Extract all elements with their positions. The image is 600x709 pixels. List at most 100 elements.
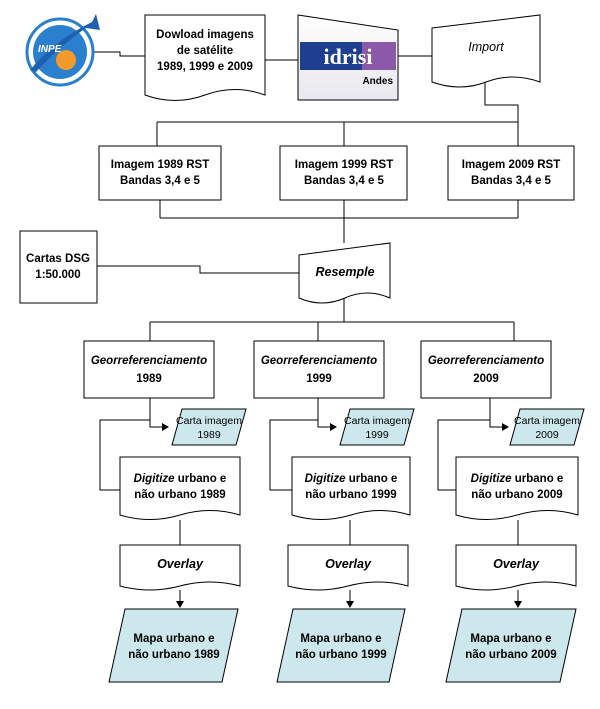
overlay-1989-label: Overlay	[157, 557, 204, 571]
import-label: Import	[468, 40, 504, 54]
georef-box-1999-line2: 1999	[306, 373, 332, 385]
carta-imagem-1999-line1: Carta imagem	[344, 415, 410, 427]
connector-georef-carta-1989	[149, 398, 169, 431]
carta-imagem-1989-shape	[171, 408, 247, 446]
cartas-dsg-shape	[19, 230, 98, 304]
image-box-1999: Imagem 1999 RST Bandas 3,4 e 5	[279, 145, 408, 201]
download-shape	[144, 14, 266, 101]
image-box-1999-shape	[279, 145, 408, 201]
image-box-2009-line1: Imagem 2009 RST	[462, 159, 560, 171]
digitize-1999-shape	[291, 456, 411, 520]
georef-box-1999: Georreferenciamento 1999	[253, 340, 385, 399]
mapa-1999: Mapa urbano e não urbano 1999	[276, 608, 406, 683]
inpe-logo-text: INPE	[38, 44, 62, 55]
image-box-2009: Imagem 2009 RST Bandas 3,4 e 5	[447, 145, 575, 201]
image-box-1999-line2: Bandas 3,4 e 5	[304, 175, 385, 187]
overlay-2009-label: Overlay	[493, 557, 540, 571]
overlay-1999-label: Overlay	[325, 557, 372, 571]
overlay-1999: Overlay	[287, 544, 409, 591]
download-line1: Dowload imagens	[156, 29, 254, 41]
connectors	[93, 51, 522, 608]
digitize-1989-line2: não urbano 1989	[134, 489, 225, 501]
georef-box-2009-line2: 2009	[473, 373, 499, 385]
georef-box-1989-line2: 1989	[136, 373, 162, 385]
image-box-1989-line1: Imagem 1989 RST	[111, 159, 209, 171]
resemple-label: Resemple	[315, 265, 374, 279]
overlay-1989: Overlay	[119, 544, 241, 591]
cartas-dsg-node: Cartas DSG 1:50.000	[19, 230, 98, 304]
overlay-2009-shape	[455, 544, 577, 591]
idrisi-edition: Andes	[362, 76, 393, 87]
digitize-2009-shape	[455, 456, 579, 520]
digitize-1989-line1: Digitize urbano e	[134, 473, 227, 485]
georef-box-1999-shape	[253, 340, 385, 399]
digitize-1999-line2: não urbano 1999	[305, 489, 396, 501]
image-box-1989-shape	[98, 145, 222, 201]
georef-box-2009-line1: Georreferenciamento	[428, 355, 544, 367]
carta-imagem-2009: Carta imagem 2009	[509, 408, 585, 446]
download-node: Dowload imagens de satélite 1989, 1999 e…	[144, 14, 266, 101]
overlay-1999-shape	[287, 544, 409, 591]
carta-imagem-1989: Carta imagem 1989	[171, 408, 247, 446]
mapa-1999-line2: não urbano 1999	[295, 649, 386, 661]
mapa-2009-line2: não urbano 2009	[465, 649, 556, 661]
import-shape	[431, 14, 541, 88]
georef-box-1989-line1: Georreferenciamento	[91, 355, 207, 367]
mapa-1999-shape	[276, 608, 406, 683]
mapa-2009-line1: Mapa urbano e	[470, 633, 551, 645]
digitize-2009: Digitize urbano e não urbano 2009	[455, 456, 579, 520]
digitize-2009-word: Digitize	[471, 473, 512, 485]
connector-georef-digitize-2009	[437, 419, 490, 491]
digitize-1989-rest: urbano e	[175, 473, 227, 485]
digitize-2009-rest: urbano e	[512, 473, 564, 485]
image-box-2009-line2: Bandas 3,4 e 5	[471, 175, 552, 187]
connector-georef-carta-1999	[317, 398, 337, 431]
georef-box-1989-shape	[83, 340, 215, 399]
resemple-node: Resemple	[298, 242, 391, 304]
digitize-1999-word: Digitize	[305, 473, 346, 485]
resemple-shape	[298, 242, 391, 304]
digitize-1999-rest: urbano e	[346, 473, 398, 485]
digitize-1999-line1: Digitize urbano e	[305, 473, 398, 485]
mapa-2009: Mapa urbano e não urbano 2009	[445, 608, 577, 683]
digitize-2009-line1: Digitize urbano e	[471, 473, 564, 485]
carta-imagem-1989-line1: Carta imagem	[176, 415, 242, 427]
digitize-2009-line2: não urbano 2009	[471, 489, 562, 501]
mapa-1989-shape	[108, 608, 239, 683]
carta-imagem-2009-shape	[509, 408, 585, 446]
cartas-dsg-line2: 1:50.000	[35, 269, 80, 281]
georef-box-2009: Georreferenciamento 2009	[420, 340, 552, 399]
carta-imagem-1999: Carta imagem 1999	[339, 408, 415, 446]
image-box-2009-shape	[447, 145, 575, 201]
inpe-logo-orange-dot	[56, 50, 76, 70]
digitize-1989-shape	[119, 456, 241, 520]
georef-box-1989: Georreferenciamento 1989	[83, 340, 215, 399]
image-box-1999-line1: Imagem 1999 RST	[295, 159, 393, 171]
connector-georef-digitize-1999	[269, 419, 318, 491]
overlay-2009: Overlay	[455, 544, 577, 591]
carta-imagem-1999-shape	[339, 408, 415, 446]
carta-imagem-2009-line2: 2009	[535, 429, 559, 441]
georef-box-2009-shape	[420, 340, 552, 399]
mapa-1989-line1: Mapa urbano e	[133, 633, 214, 645]
inpe-logo-swoosh	[30, 14, 100, 72]
carta-imagem-1989-line2: 1989	[197, 429, 221, 441]
connector-georef-carta-2009	[489, 398, 509, 431]
download-line2: de satélite	[177, 45, 233, 57]
digitize-1999: Digitize urbano e não urbano 1999	[291, 456, 411, 520]
mapa-1999-line1: Mapa urbano e	[300, 633, 381, 645]
connector-georef-digitize-1989	[99, 419, 150, 491]
carta-imagem-1999-line2: 1999	[365, 429, 389, 441]
inpe-logo: INPE	[25, 14, 100, 87]
mapa-2009-shape	[445, 608, 577, 683]
mapa-1989-line2: não urbano 1989	[128, 649, 219, 661]
connector-cartas-resemple	[97, 265, 299, 274]
import-node: Import	[431, 14, 541, 88]
image-box-1989-line2: Bandas 3,4 e 5	[120, 175, 201, 187]
overlay-1989-shape	[119, 544, 241, 591]
connector-logo-download	[93, 51, 145, 57]
digitize-1989: Digitize urbano e não urbano 1989	[119, 456, 241, 520]
connector-import-down	[484, 82, 519, 122]
